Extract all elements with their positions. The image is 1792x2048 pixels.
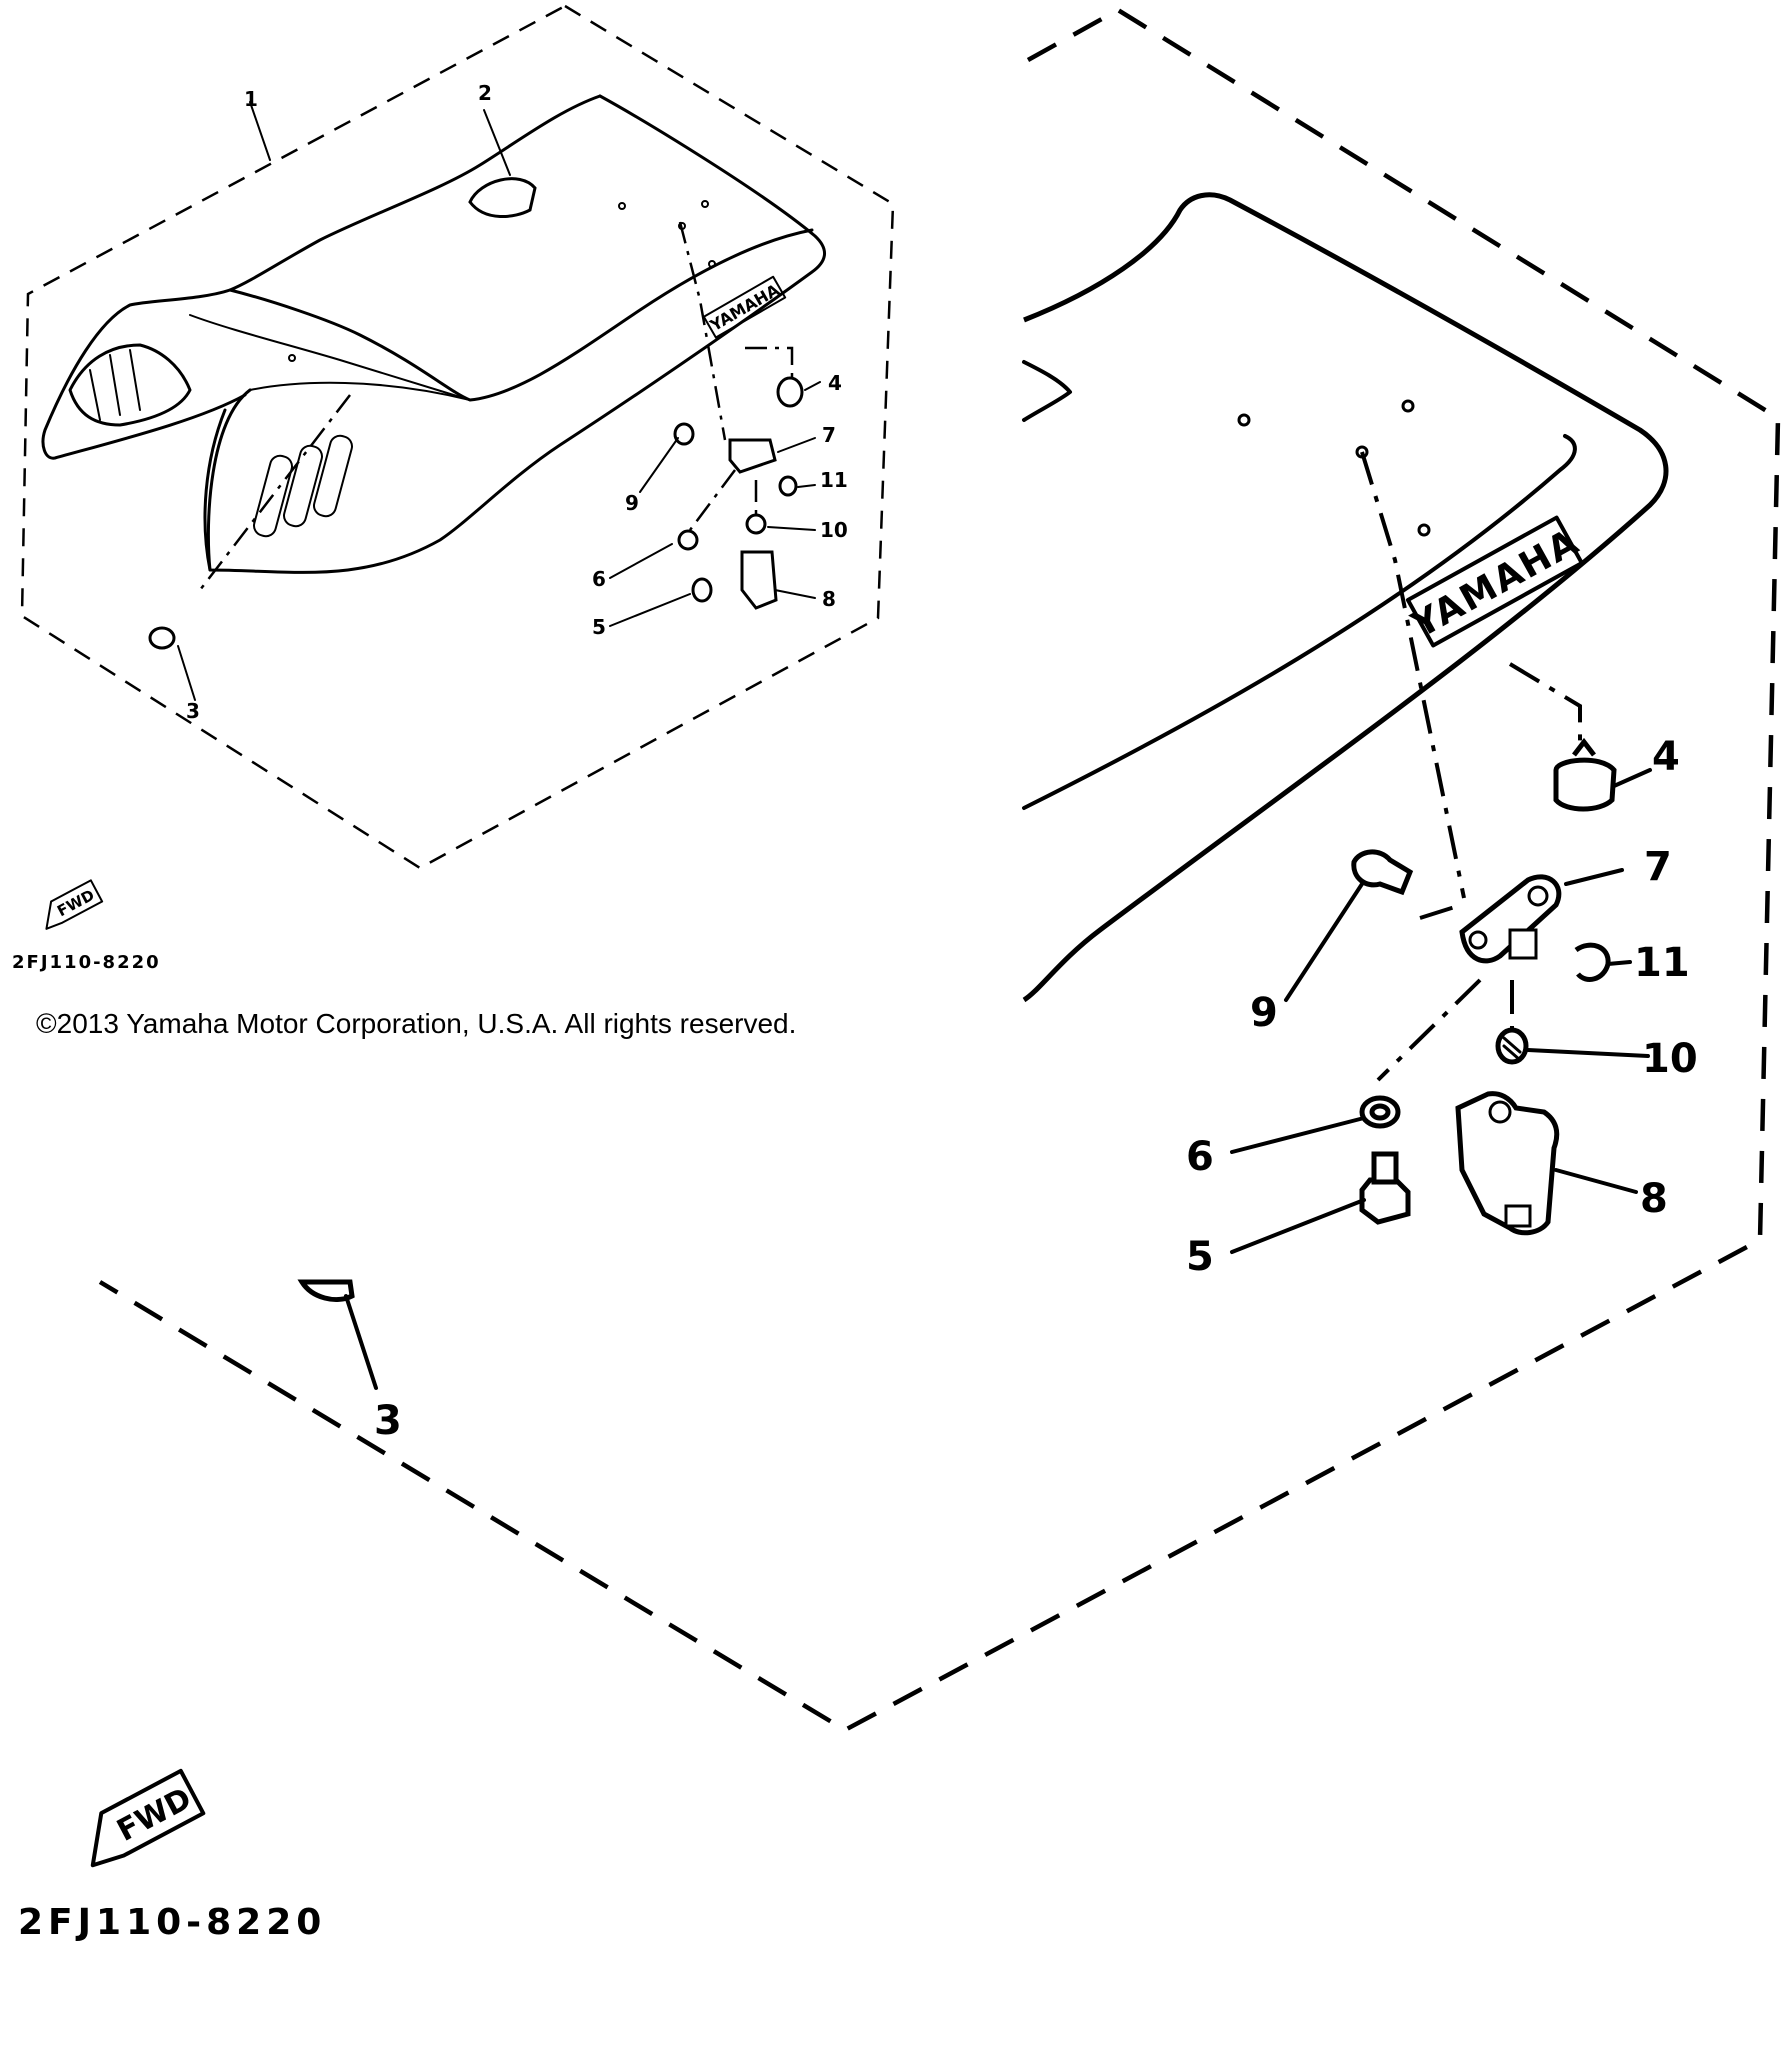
overview-parts bbox=[148, 376, 804, 650]
overview-label-6: 6 bbox=[592, 567, 606, 591]
detail-label-10: 10 bbox=[1642, 1036, 1698, 1082]
detail-seat: YAMAHA bbox=[1022, 192, 1669, 1003]
overview-diagram: YAMAHA bbox=[12, 4, 895, 973]
overview-label-8: 8 bbox=[822, 587, 836, 611]
detail-label-9: 9 bbox=[1250, 990, 1278, 1036]
overview-logo-text: YAMAHA bbox=[706, 280, 783, 336]
detail-label-7: 7 bbox=[1644, 844, 1672, 890]
overview-label-3: 3 bbox=[186, 699, 200, 723]
detail-frame bbox=[98, 7, 1781, 1733]
copyright-text: ©2013 Yamaha Motor Corporation, U.S.A. A… bbox=[36, 1008, 797, 1039]
detail-label-11: 11 bbox=[1634, 940, 1690, 986]
overview-label-7: 7 bbox=[822, 423, 836, 447]
detail-label-4: 4 bbox=[1652, 734, 1680, 780]
overview-label-11: 11 bbox=[820, 468, 848, 492]
detail-parts bbox=[297, 737, 1617, 1302]
overview-label-5: 5 bbox=[592, 615, 606, 639]
overview-fwd-badge: FWD bbox=[45, 879, 104, 930]
detail-drawing-code: 2FJ110-8220 bbox=[18, 1902, 326, 1943]
detail-label-3: 3 bbox=[374, 1398, 402, 1444]
overview-drawing-code: 2FJ110-8220 bbox=[12, 952, 161, 973]
overview-label-1: 1 bbox=[244, 87, 258, 111]
detail-label-6: 6 bbox=[1186, 1134, 1214, 1180]
overview-label-10: 10 bbox=[820, 518, 848, 542]
detail-fwd-badge: FWD bbox=[90, 1768, 206, 1868]
detail-label-8: 8 bbox=[1640, 1176, 1668, 1222]
detail-diagram: YAMAHA bbox=[18, 7, 1781, 1943]
overview-label-9: 9 bbox=[625, 491, 639, 515]
detail-label-5: 5 bbox=[1186, 1234, 1214, 1280]
overview-label-4: 4 bbox=[828, 371, 842, 395]
overview-frame bbox=[20, 4, 895, 870]
overview-label-2: 2 bbox=[478, 81, 492, 105]
